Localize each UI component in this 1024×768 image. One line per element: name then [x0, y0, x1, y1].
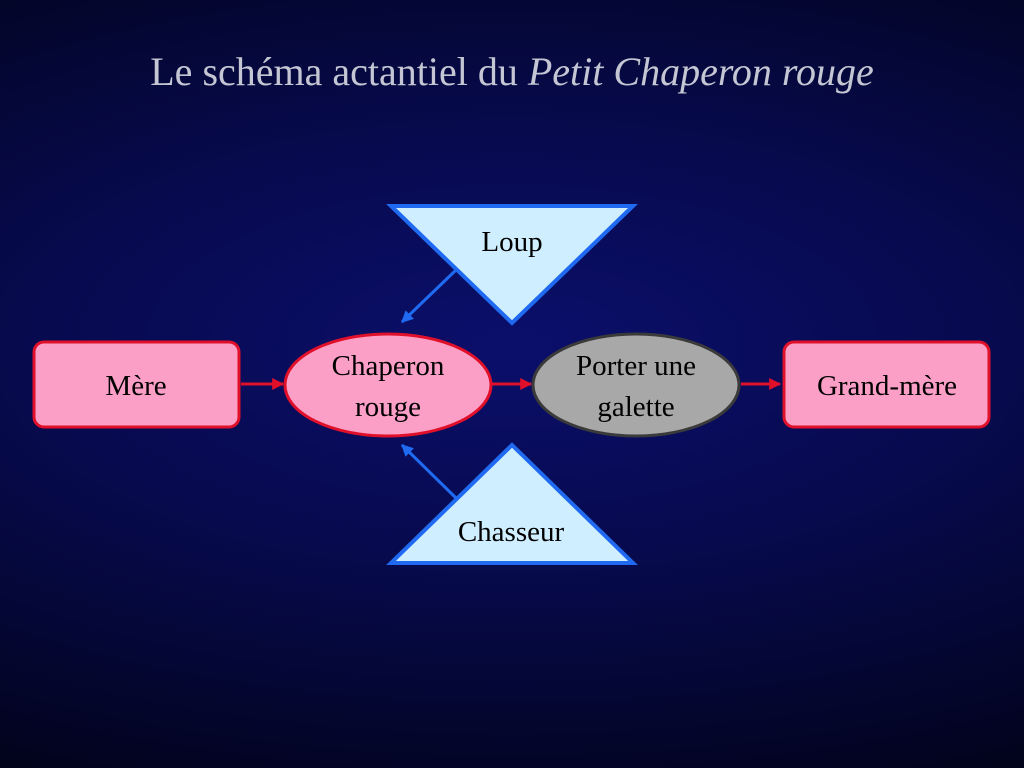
object-node: Porter une galette	[531, 332, 741, 438]
opponent-label: Loup	[481, 226, 542, 258]
object-line2: galette	[597, 391, 674, 423]
object-line1: Porter une	[576, 350, 696, 382]
arrow-opponent-to-subject	[400, 268, 458, 324]
title-text: Le schéma actantiel du	[150, 49, 528, 94]
subject-line2: rouge	[355, 391, 421, 423]
opponent-node: Loup	[386, 204, 638, 326]
title-italic: Petit Chaperon rouge	[527, 49, 874, 94]
receiver-node: Grand-mère	[782, 340, 991, 429]
slide-title: Le schéma actantiel du Petit Chaperon ro…	[0, 46, 1024, 98]
helper-node: Chasseur	[386, 442, 638, 565]
sender-label: Mère	[105, 370, 166, 402]
sender-node: Mère	[32, 340, 241, 429]
subject-node: Chaperon rouge	[283, 332, 493, 438]
helper-label: Chasseur	[458, 516, 565, 548]
arrow-helper-to-subject	[400, 443, 458, 500]
subject-line1: Chaperon	[332, 350, 445, 382]
receiver-label: Grand-mère	[817, 370, 957, 402]
